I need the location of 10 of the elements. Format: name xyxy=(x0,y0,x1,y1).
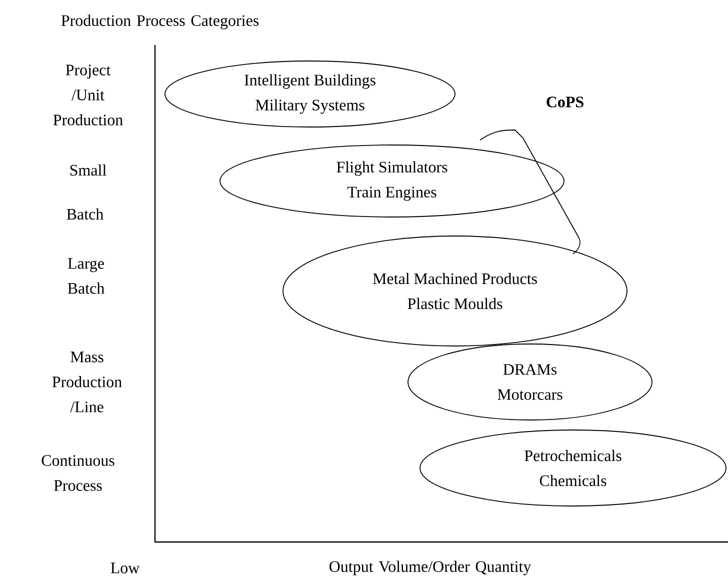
category-label: Mass Production /Line xyxy=(52,352,122,412)
category-label: Continuous Process xyxy=(42,455,114,491)
category-label: Batch xyxy=(66,208,104,220)
axis-title: Production Process Categories xyxy=(61,14,259,30)
axis-label: Low xyxy=(110,562,140,574)
category-label: Small xyxy=(70,164,106,176)
category-label: Project /Unit Production xyxy=(53,64,123,126)
axis-title: Output Volume/Order Quantity xyxy=(330,560,532,576)
category-label: Large Batch xyxy=(68,258,104,294)
group-label: CoPS xyxy=(546,96,584,108)
